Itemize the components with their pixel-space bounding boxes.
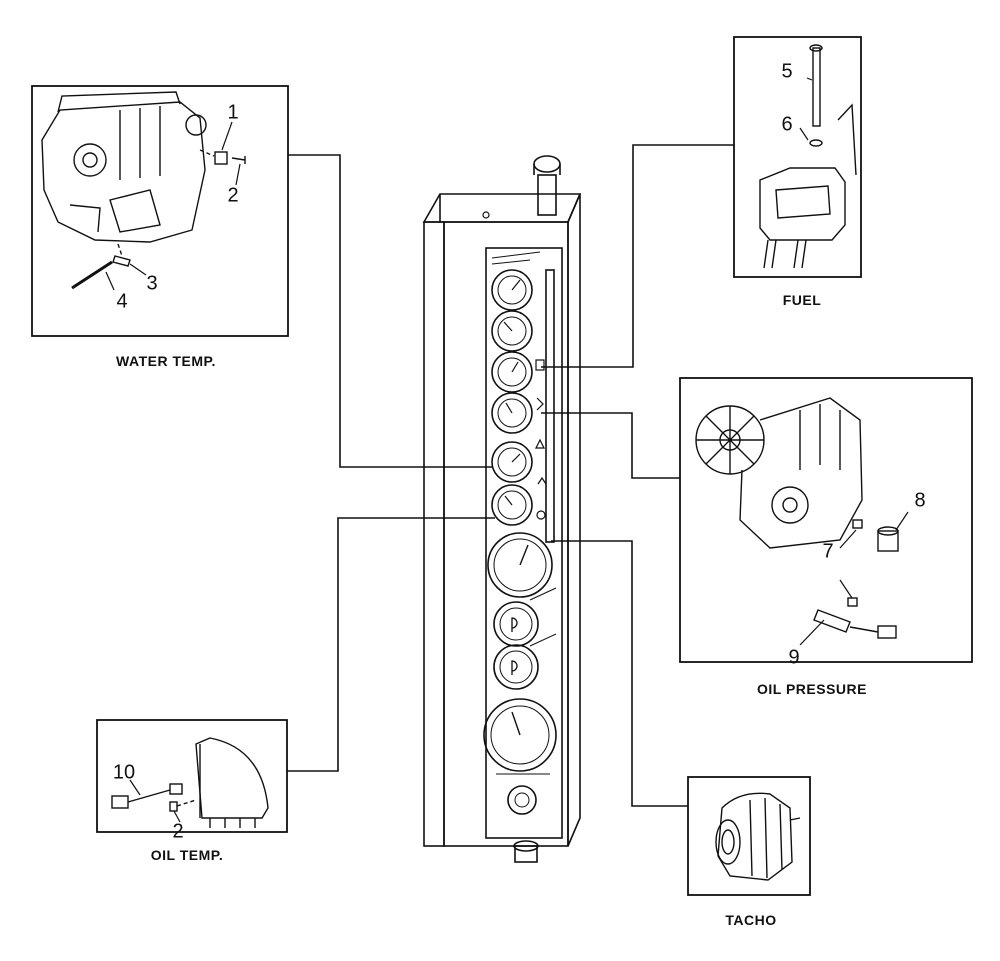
- callout-1: 1: [227, 101, 239, 124]
- oil-pressure-engine-drawing-icon: [695, 397, 909, 646]
- oil-cooler-drawing-icon: [111, 737, 269, 828]
- callout-7: 7: [822, 540, 834, 563]
- fuel-panel-frame: [733, 36, 862, 278]
- connector-lines: [287, 144, 734, 807]
- connector-water-temp: [288, 154, 492, 468]
- water-temp-caption: WATER TEMP.: [116, 353, 216, 369]
- oil-temp-panel-frame: [96, 719, 288, 833]
- oil-temp-caption: OIL TEMP.: [150, 847, 224, 863]
- callout-3: 3: [146, 272, 158, 295]
- fuel-caption: FUEL: [782, 292, 822, 308]
- connector-oil-temp: [287, 517, 495, 772]
- callout-10: 10: [112, 761, 136, 784]
- tacho-caption: TACHO: [725, 912, 777, 928]
- fuel-tank-drawing-icon: [759, 44, 857, 269]
- callout-6: 6: [781, 113, 793, 136]
- callout-4: 4: [116, 290, 128, 313]
- callout-9: 9: [788, 646, 800, 669]
- callout-5: 5: [781, 60, 793, 83]
- tacho-panel-frame: [687, 776, 811, 896]
- callout-2: 2: [227, 184, 239, 207]
- engine-drawing-icon: [41, 91, 246, 291]
- connector-tacho: [551, 540, 688, 807]
- alternator-drawing-icon: [715, 792, 801, 881]
- callout-2-oil-temp: 2: [172, 820, 184, 843]
- oil-pressure-panel-frame: [679, 377, 973, 663]
- water-temp-panel-frame: [31, 85, 289, 337]
- connector-oil-pressure: [541, 412, 680, 479]
- callout-8: 8: [914, 489, 926, 512]
- oil-pressure-caption: OIL PRESSURE: [757, 681, 867, 697]
- gauge-panel-icon: [422, 155, 582, 863]
- connector-fuel: [541, 144, 734, 368]
